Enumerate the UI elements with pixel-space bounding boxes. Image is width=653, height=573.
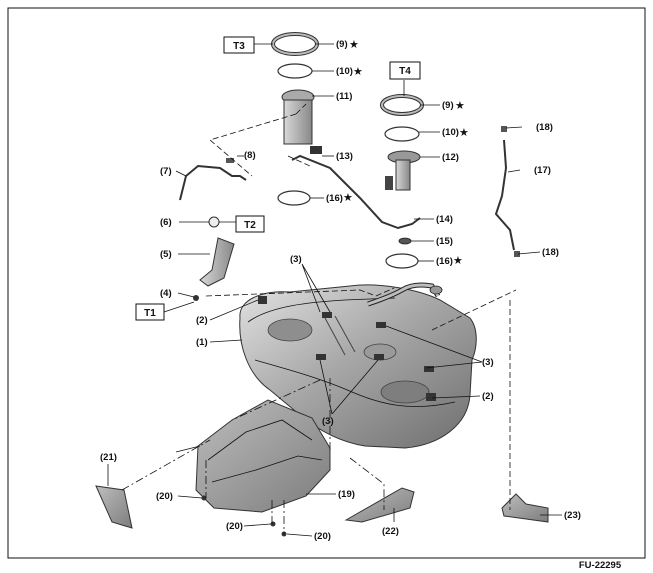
fuel-tank-graphic	[239, 282, 477, 449]
bracket-21-graphic	[95, 485, 133, 529]
svg-text:T3: T3	[233, 41, 245, 52]
callout-19: (19)	[338, 489, 355, 500]
bracket-22-graphic	[344, 487, 415, 523]
callout-1: (1)	[196, 337, 208, 348]
callout-9-right: (9)	[442, 100, 454, 111]
hose-5-graphic	[199, 237, 235, 287]
torque-label-t1: T1	[135, 303, 165, 321]
bolt-20-b-graphic	[270, 521, 276, 527]
callout-20-b: (20)	[226, 521, 243, 532]
callout-11: (11)	[336, 91, 352, 102]
installation-lines	[121, 103, 517, 534]
clip-8-graphic	[226, 158, 234, 163]
clip-18-bottom-graphic	[514, 251, 520, 257]
callout-16-right: (16)	[436, 256, 453, 267]
torque-label-t2: T2	[235, 215, 265, 233]
callout-4: (4)	[160, 288, 172, 299]
bracket-23-graphic	[501, 493, 549, 523]
torque-label-t3: T3	[223, 36, 255, 54]
callout-3-right: (3)	[482, 357, 494, 368]
svg-text:T1: T1	[144, 308, 156, 319]
star-10-right: ★	[459, 126, 469, 139]
svg-text:T4: T4	[399, 66, 411, 77]
callout-16-left: (16)	[326, 193, 343, 204]
callout-15: (15)	[436, 236, 453, 247]
callout-3-bottom: (3)	[322, 416, 334, 427]
figure-code: FU-22295	[579, 560, 622, 571]
bolt-4-graphic	[193, 295, 199, 301]
callout-6: (6)	[160, 217, 172, 228]
callout-22: (22)	[382, 526, 399, 537]
star-16-right: ★	[453, 254, 463, 267]
callout-18-bottom: (18)	[542, 247, 559, 258]
callout-8: (8)	[244, 150, 256, 161]
hose-13-graphic	[291, 154, 421, 230]
gasket-16-right-graphic	[385, 253, 419, 269]
callout-7: (7)	[160, 166, 172, 177]
callout-13: (13)	[336, 151, 353, 162]
clip-18-top-graphic	[501, 126, 507, 132]
leader-lines	[107, 43, 562, 537]
star-10-left: ★	[353, 65, 363, 78]
heat-shield-graphic	[175, 399, 331, 513]
pipe-17-graphic	[494, 139, 515, 251]
bolt-20-a-graphic	[201, 495, 207, 501]
star-16-left: ★	[343, 191, 353, 204]
frame-border	[7, 7, 646, 559]
fuel-pump-graphic	[271, 32, 322, 154]
torque-label-t4: T4	[389, 61, 421, 80]
callout-9-left: (9)	[336, 39, 348, 50]
sub-meter-graphic	[380, 94, 424, 191]
callout-17: (17)	[534, 165, 551, 176]
callout-18-top: (18)	[536, 122, 553, 133]
callout-21: (21)	[100, 452, 117, 463]
callout-12: (12)	[442, 152, 459, 163]
hose-7-graphic	[179, 164, 247, 201]
callout-2-right: (2)	[482, 391, 494, 402]
svg-text:T2: T2	[244, 220, 256, 231]
callout-5: (5)	[160, 249, 172, 260]
clamp-6-graphic	[208, 216, 220, 228]
callout-3-top: (3)	[290, 254, 302, 265]
callout-20-a: (20)	[156, 491, 173, 502]
callout-14: (14)	[436, 214, 453, 225]
callout-2-left: (2)	[196, 315, 208, 326]
star-9-right: ★	[455, 99, 465, 112]
callout-23: (23)	[564, 510, 581, 521]
grommet-15-graphic	[398, 237, 412, 245]
callout-10-right: (10)	[442, 127, 459, 138]
gasket-16-left-graphic	[277, 190, 311, 206]
star-9-left: ★	[349, 38, 359, 51]
callout-10-left: (10)	[336, 66, 353, 77]
callout-20-c: (20)	[314, 531, 331, 542]
